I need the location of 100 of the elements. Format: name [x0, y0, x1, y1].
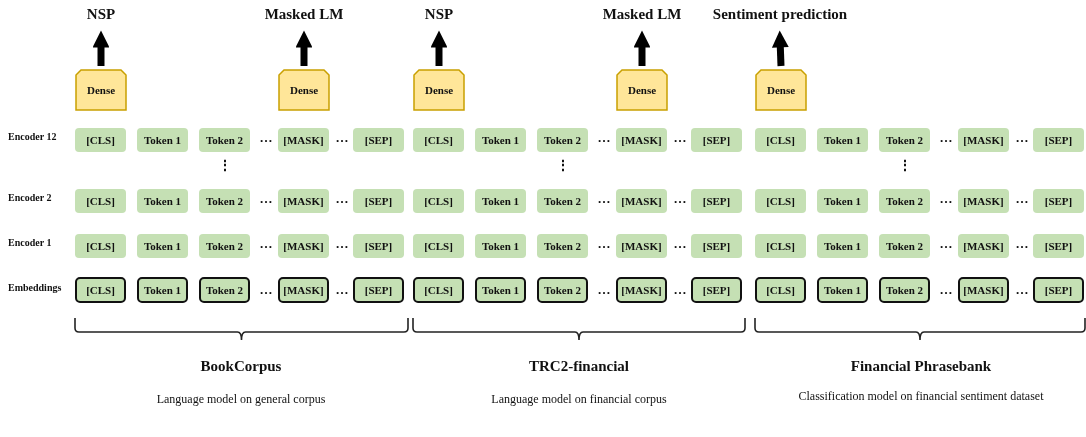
- ellipsis: …: [335, 236, 349, 252]
- ellipsis: …: [673, 191, 687, 207]
- arrow: [771, 30, 789, 67]
- token-box: Token 1: [817, 234, 868, 258]
- ellipsis: …: [597, 236, 611, 252]
- token-box: [MASK]: [616, 189, 667, 213]
- dense-layer-box: Dense: [278, 69, 330, 111]
- token-box: [CLS]: [755, 234, 806, 258]
- embedding-box: [SEP]: [691, 277, 742, 303]
- embedding-box: [CLS]: [755, 277, 806, 303]
- token-box: Token 1: [475, 189, 526, 213]
- token-box: [SEP]: [1033, 128, 1084, 152]
- token-box: [CLS]: [413, 128, 464, 152]
- embedding-box: Token 2: [199, 277, 250, 303]
- ellipsis: …: [259, 282, 273, 298]
- token-box: [SEP]: [691, 234, 742, 258]
- token-box: Token 2: [537, 128, 588, 152]
- token-box: [SEP]: [353, 189, 404, 213]
- ellipsis: …: [597, 282, 611, 298]
- token-box: [MASK]: [616, 128, 667, 152]
- ellipsis: …: [259, 130, 273, 146]
- token-box: Token 1: [137, 234, 188, 258]
- dataset-description: Classification model on financial sentiment dataset: [798, 389, 1044, 404]
- ellipsis: …: [1015, 282, 1029, 298]
- dense-layer-box: Dense: [413, 69, 465, 111]
- token-box: [MASK]: [958, 128, 1009, 152]
- ellipsis: …: [939, 191, 953, 207]
- token-box: [SEP]: [353, 128, 404, 152]
- embedding-box: [SEP]: [353, 277, 404, 303]
- embedding-box: [MASK]: [958, 277, 1009, 303]
- ellipsis: …: [1015, 236, 1029, 252]
- ellipsis: …: [1015, 191, 1029, 207]
- token-box: Token 2: [199, 128, 250, 152]
- token-box: Token 2: [879, 189, 930, 213]
- token-box: [SEP]: [353, 234, 404, 258]
- dense-layer-box: Dense: [755, 69, 807, 111]
- output-label: Sentiment prediction: [700, 6, 860, 38]
- token-box: Token 1: [475, 128, 526, 152]
- token-box: Token 1: [817, 128, 868, 152]
- ellipsis: …: [673, 236, 687, 252]
- dense-layer-box: Dense: [75, 69, 127, 111]
- token-box: Token 2: [537, 234, 588, 258]
- dataset-description: Language model on financial corpus: [491, 392, 667, 407]
- ellipsis: …: [939, 130, 953, 146]
- dataset-title: Financial Phrasebank: [850, 358, 992, 375]
- token-box: Token 2: [879, 128, 930, 152]
- ellipsis: …: [673, 282, 687, 298]
- ellipsis: …: [335, 191, 349, 207]
- ellipsis: …: [1015, 130, 1029, 146]
- token-box: [CLS]: [755, 189, 806, 213]
- output-label: NSP: [21, 6, 181, 38]
- token-box: [MASK]: [958, 234, 1009, 258]
- dataset-description: Language model on general corpus: [156, 392, 326, 407]
- ellipsis: …: [335, 282, 349, 298]
- embedding-box: Token 2: [879, 277, 930, 303]
- embedding-box: [MASK]: [278, 277, 329, 303]
- token-box: [SEP]: [691, 128, 742, 152]
- token-box: [CLS]: [75, 234, 126, 258]
- vertical-ellipsis: ⋮: [898, 157, 912, 174]
- dataset-title: BookCorpus: [200, 358, 282, 375]
- ellipsis: …: [597, 191, 611, 207]
- ellipsis: …: [259, 191, 273, 207]
- embedding-box: Token 2: [537, 277, 588, 303]
- ellipsis: …: [597, 130, 611, 146]
- token-box: Token 1: [137, 189, 188, 213]
- embedding-box: [MASK]: [616, 277, 667, 303]
- token-box: Token 2: [199, 189, 250, 213]
- token-box: Token 1: [475, 234, 526, 258]
- token-box: Token 1: [817, 189, 868, 213]
- token-box: [MASK]: [278, 234, 329, 258]
- token-box: [MASK]: [958, 189, 1009, 213]
- token-box: [MASK]: [278, 128, 329, 152]
- embedding-box: [CLS]: [413, 277, 464, 303]
- embedding-box: Token 1: [817, 277, 868, 303]
- row-label: Encoder 2: [8, 192, 52, 203]
- embedding-box: Token 1: [137, 277, 188, 303]
- row-label: Encoder 1: [8, 237, 52, 248]
- vertical-ellipsis: ⋮: [218, 157, 232, 174]
- embedding-box: Token 1: [475, 277, 526, 303]
- ellipsis: …: [939, 282, 953, 298]
- vertical-ellipsis: ⋮: [556, 157, 570, 174]
- row-label: Embeddings: [8, 282, 62, 293]
- token-box: [CLS]: [413, 189, 464, 213]
- token-box: [CLS]: [413, 234, 464, 258]
- row-label: Encoder 12: [8, 131, 57, 142]
- ellipsis: …: [939, 236, 953, 252]
- embedding-box: [CLS]: [75, 277, 126, 303]
- token-box: Token 2: [879, 234, 930, 258]
- token-box: [CLS]: [75, 189, 126, 213]
- token-box: [MASK]: [278, 189, 329, 213]
- token-box: [SEP]: [1033, 234, 1084, 258]
- ellipsis: …: [335, 130, 349, 146]
- dense-layer-box: Dense: [616, 69, 668, 111]
- token-box: [SEP]: [1033, 189, 1084, 213]
- token-box: Token 1: [137, 128, 188, 152]
- ellipsis: …: [673, 130, 687, 146]
- token-box: Token 2: [537, 189, 588, 213]
- token-box: Token 2: [199, 234, 250, 258]
- ellipsis: …: [259, 236, 273, 252]
- token-box: [MASK]: [616, 234, 667, 258]
